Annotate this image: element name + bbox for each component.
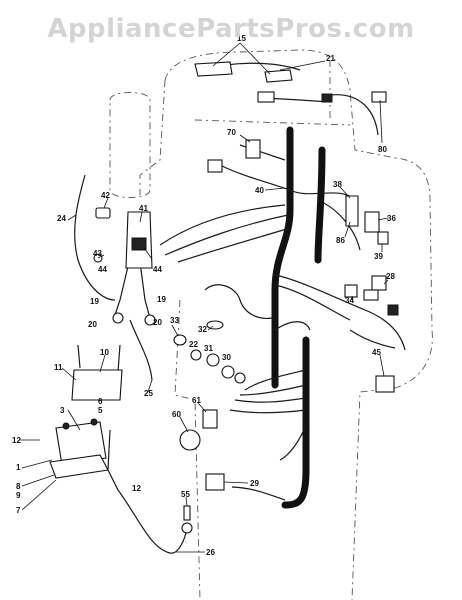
callout-34: 34	[345, 296, 354, 305]
callout-44-right: 44	[153, 265, 162, 274]
callout-30: 30	[222, 353, 231, 362]
callout-28: 28	[386, 272, 395, 281]
callout-55: 55	[181, 490, 190, 499]
chassis-outline	[109, 49, 433, 600]
callout-5: 5	[98, 406, 103, 415]
callout-15: 15	[237, 34, 246, 43]
callout-41: 41	[139, 204, 148, 213]
callout-21: 21	[326, 54, 335, 63]
callout-36: 36	[387, 214, 396, 223]
callout-9: 9	[16, 491, 21, 500]
callout-44-left: 44	[98, 265, 107, 274]
wire-runs	[74, 62, 406, 554]
callout-70: 70	[227, 128, 236, 137]
callout-8: 8	[16, 482, 21, 491]
callout-32: 32	[198, 325, 207, 334]
callout-10: 10	[100, 348, 109, 357]
callout-12-right: 12	[132, 484, 141, 493]
callout-24: 24	[57, 214, 66, 223]
callout-61: 61	[192, 396, 201, 405]
callout-6: 6	[98, 397, 103, 406]
callout-19-left: 19	[90, 297, 99, 306]
callout-29: 29	[250, 479, 259, 488]
callout-86: 86	[336, 236, 345, 245]
callout-20-left: 20	[88, 320, 97, 329]
callout-25: 25	[144, 389, 153, 398]
callout-40: 40	[255, 186, 264, 195]
callout-45: 45	[372, 348, 381, 357]
callout-38: 38	[333, 180, 342, 189]
callout-7: 7	[16, 506, 21, 515]
callout-26: 26	[206, 548, 215, 557]
callout-39: 39	[374, 252, 383, 261]
callout-80: 80	[378, 145, 387, 154]
callout-1: 1	[16, 463, 21, 472]
callout-33: 33	[170, 316, 179, 325]
callout-11: 11	[54, 363, 63, 372]
callout-labels: 15 21 80 70 40 38 36 39 86 42 41 24 43 4…	[12, 34, 396, 557]
callout-31: 31	[204, 344, 213, 353]
callout-43: 43	[93, 249, 102, 258]
main-harness	[271, 126, 326, 509]
callout-19-right: 19	[157, 295, 166, 304]
callout-20-right: 20	[153, 318, 162, 327]
callout-3: 3	[60, 406, 65, 415]
components	[49, 61, 399, 534]
callout-22: 22	[189, 340, 198, 349]
callout-12-left: 12	[12, 436, 21, 445]
callout-60: 60	[172, 410, 181, 419]
leader-lines	[20, 42, 389, 553]
callout-42: 42	[101, 191, 110, 200]
